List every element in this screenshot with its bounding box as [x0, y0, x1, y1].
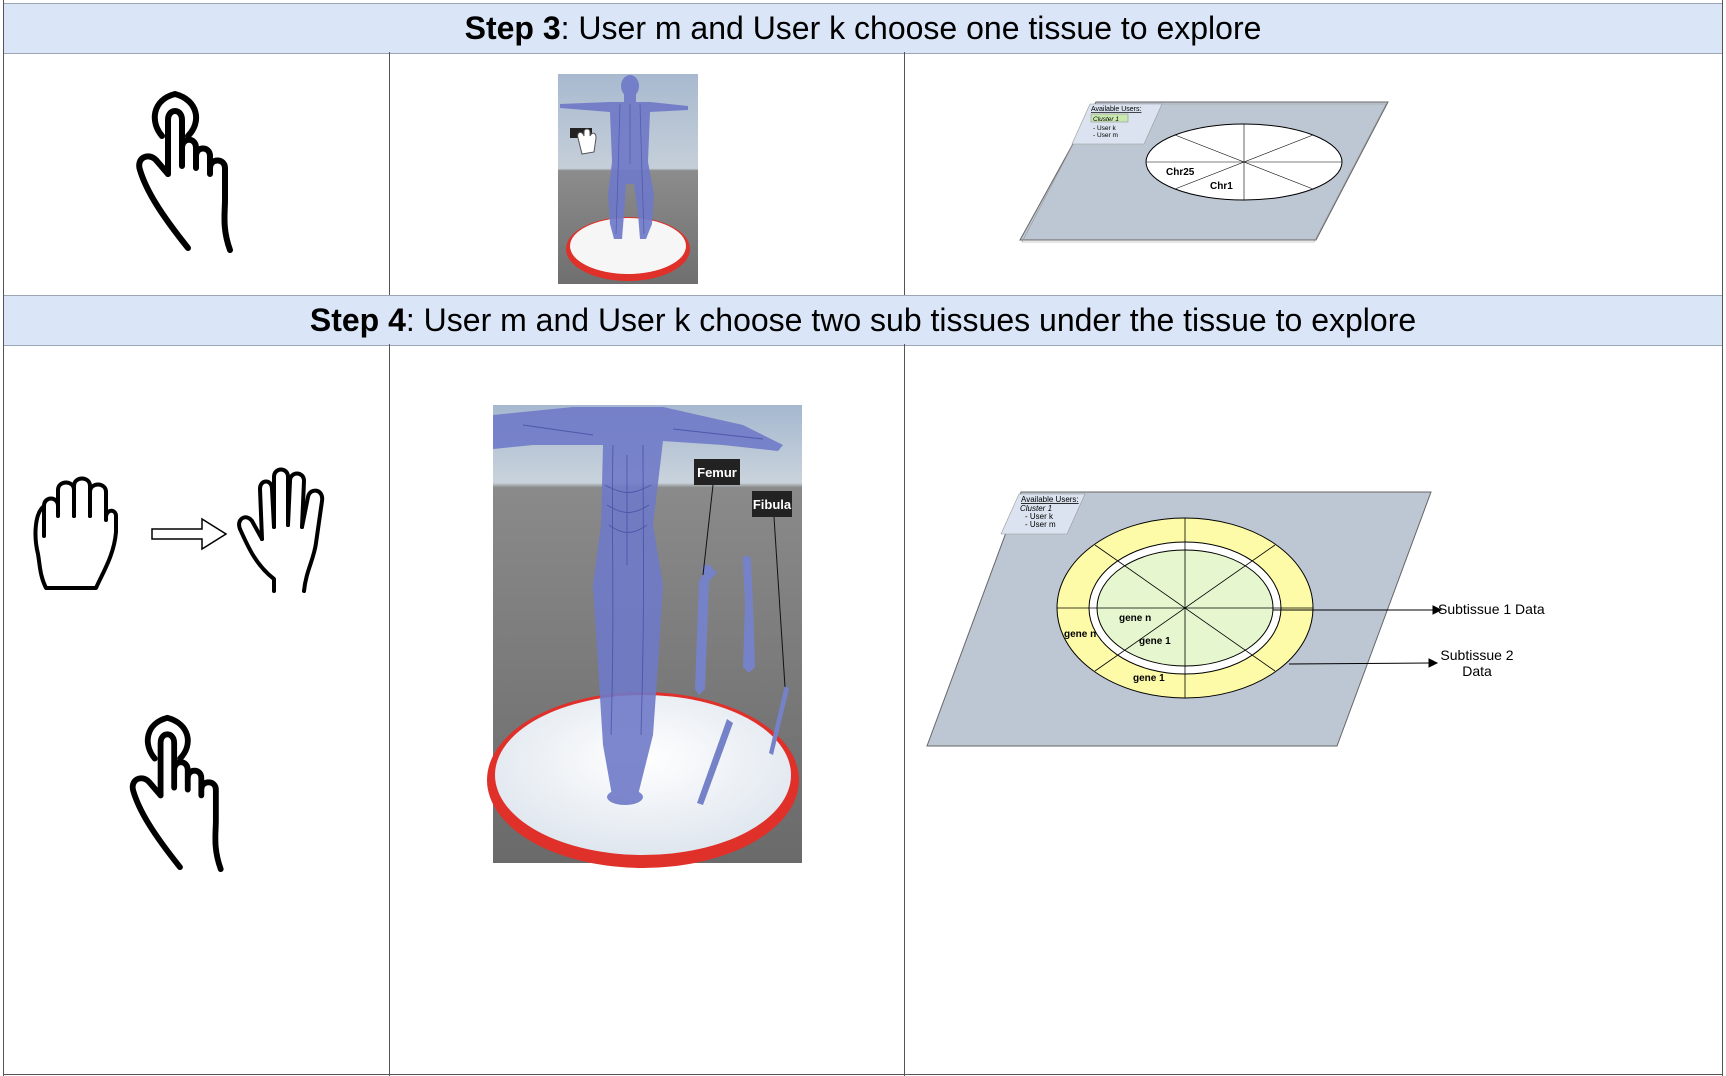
outer-label-gene-n: gene n [1064, 629, 1096, 640]
step4-cluster: Cluster 1 [1020, 504, 1052, 513]
tap-hand-icon [129, 714, 224, 872]
step4-platform-diagram: Available Users: Cluster 1 - User k - Us… [926, 491, 1443, 747]
step3-label-chr25: Chr25 [1166, 167, 1195, 178]
step3-cluster: Cluster 1 [1093, 116, 1119, 123]
column-divider-4 [904, 344, 905, 1076]
open-hand-icon [237, 467, 325, 593]
step3-user-2: - User m [1093, 132, 1118, 139]
step3-user-1: - User k [1093, 125, 1117, 132]
callout-subtissue-1: Subtissue 1 Data [1438, 601, 1545, 617]
step4-text: : User m and User k choose two sub tissu… [405, 302, 1417, 338]
table-border-right [1722, 0, 1723, 1076]
step4-body-render: Femur Fibula [487, 405, 802, 868]
step4-user-1: - User k [1025, 512, 1054, 521]
table-border-left [3, 0, 4, 1076]
tissue-label-femur: Femur [697, 465, 737, 480]
callout-subtissue-2-line1: Subtissue 2 [1440, 647, 1514, 663]
outer-label-gene-1: gene 1 [1133, 673, 1165, 684]
callout-subtissue-2-line2: Data [1462, 663, 1492, 679]
column-divider-3 [389, 344, 390, 1076]
step3-platform-diagram: Available Users: Cluster 1 - User k - Us… [1019, 101, 1389, 243]
step4-users-title: Available Users: [1021, 495, 1079, 504]
arrow-right-icon [151, 517, 228, 551]
tap-hand-icon [136, 91, 233, 253]
tissue-label-fibula: Fibula [753, 497, 792, 512]
column-divider-2 [904, 52, 905, 295]
step3-header: Step 3: User m and User k choose one tis… [4, 3, 1722, 54]
step3-body-render [558, 74, 698, 284]
callout-subtissue-2: Subtissue 2 Data [1436, 647, 1518, 679]
step4-user-2: - User m [1025, 520, 1056, 529]
step4-header: Step 4: User m and User k choose two sub… [4, 295, 1722, 346]
inner-label-gene-1: gene 1 [1139, 636, 1171, 647]
table-border-bottom [3, 1074, 1723, 1075]
inner-label-gene-n: gene n [1119, 613, 1151, 624]
step3-users-title: Available Users: [1091, 106, 1142, 113]
step3-label-chr1: Chr1 [1210, 181, 1233, 192]
step3-label: Step 3 [464, 10, 561, 46]
step3-text: : User m and User k choose one tissue to… [560, 10, 1262, 46]
column-divider-1 [389, 52, 390, 295]
step4-label: Step 4 [309, 302, 406, 338]
closed-fist-icon [33, 476, 118, 590]
